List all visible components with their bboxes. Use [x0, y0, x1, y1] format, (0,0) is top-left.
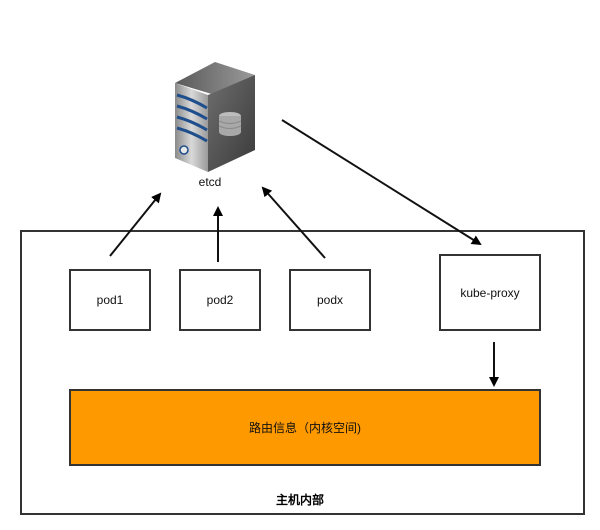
kube-proxy-label: kube-proxy [460, 286, 520, 300]
routing-info-node[interactable]: 路由信息（内核空间) [69, 389, 541, 466]
podx-node[interactable]: podx [289, 269, 371, 331]
edge-pod1-etcd [109, 192, 162, 257]
pod1-label: pod1 [96, 293, 124, 307]
podx-label: podx [316, 293, 344, 307]
pod2-label: pod2 [206, 293, 234, 307]
etcd-label: etcd [198, 175, 222, 189]
kube-proxy-node[interactable]: kube-proxy [439, 254, 541, 331]
pod1-node[interactable]: pod1 [69, 269, 151, 331]
pod2-node[interactable]: pod2 [179, 269, 261, 331]
host-container [20, 230, 585, 515]
edge-etcd-kube-proxy [281, 119, 482, 246]
edge-podx-etcd [261, 186, 326, 259]
host-label: 主机内部 [275, 493, 324, 507]
routing-info-label: 路由信息（内核空间) [249, 421, 361, 435]
